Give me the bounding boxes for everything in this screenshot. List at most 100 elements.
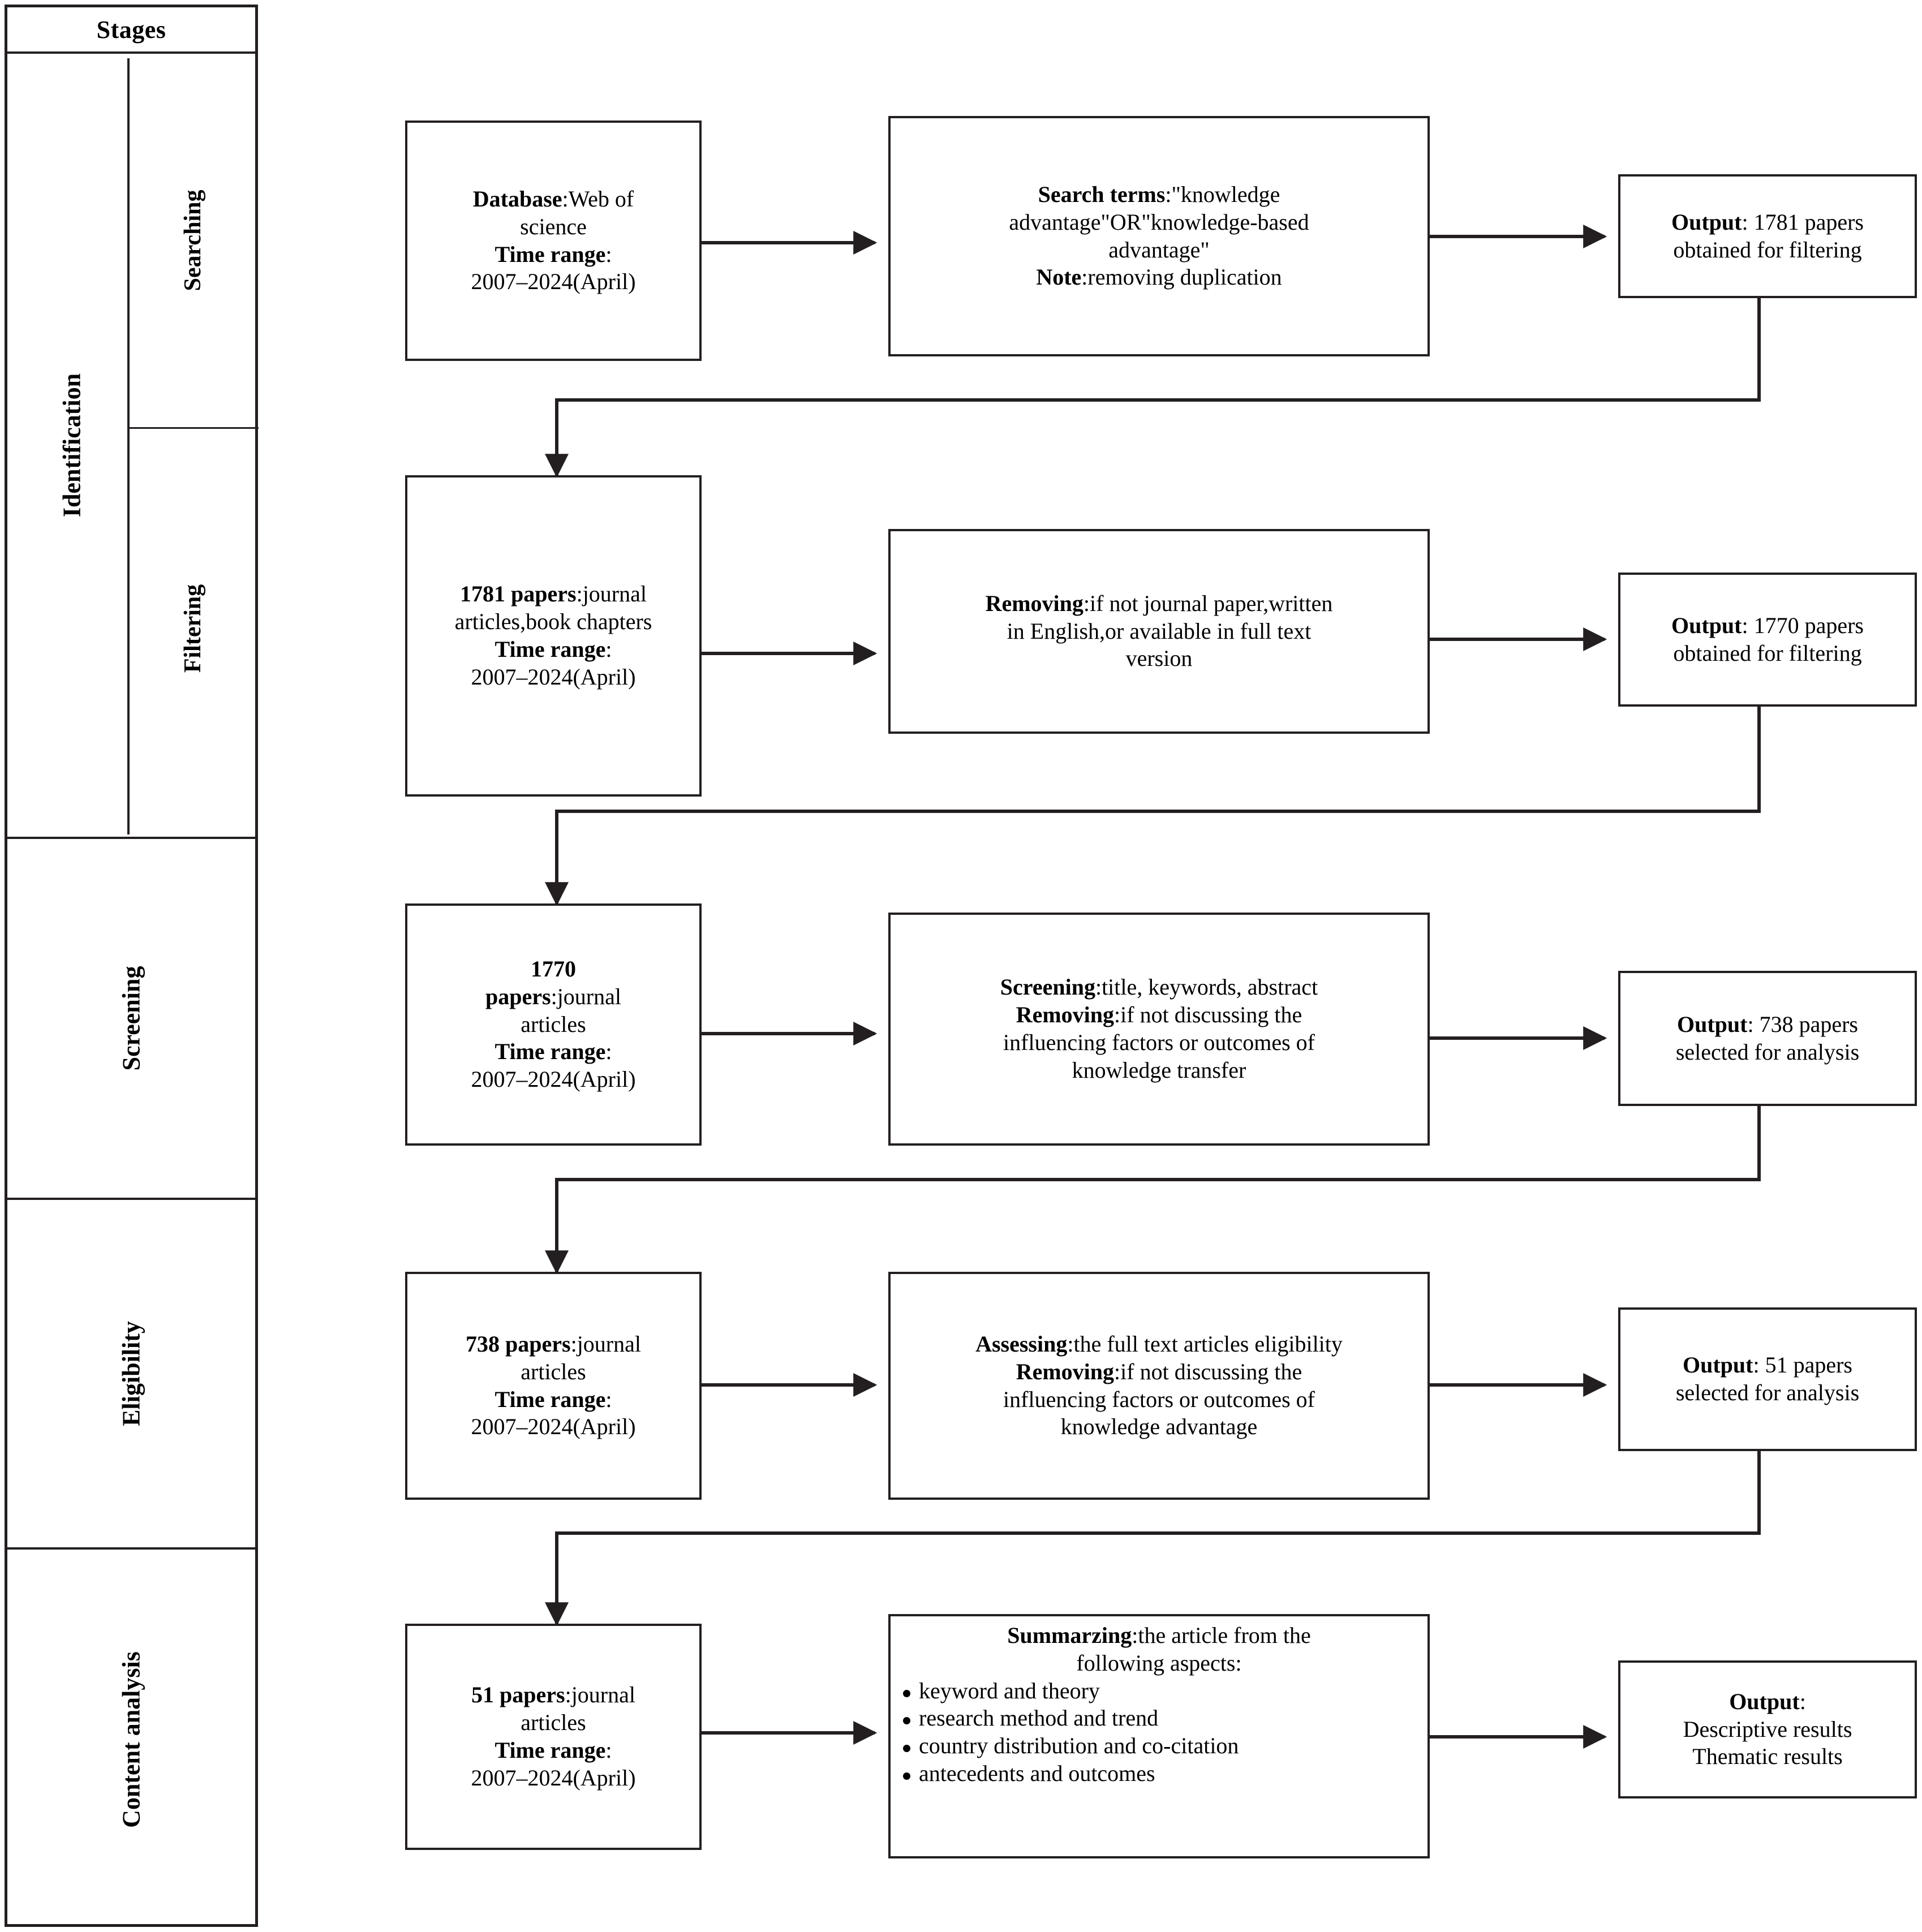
identification-substage-divider (127, 58, 130, 834)
text-line: Removing:if not discussing the (1016, 1358, 1302, 1384)
box-eligibility-process-text: Assessing:the full text articles eligibi… (900, 1331, 1418, 1441)
list-item: country distribution and co-citation (900, 1732, 1418, 1760)
text-line: Database:Web of (472, 186, 634, 212)
stage-row-eligibility: Eligibility (7, 1200, 255, 1550)
text-line: Time range: (495, 1386, 612, 1412)
stage-label-filtering: Filtering (180, 584, 206, 673)
text-line: Output: 1770 papers (1671, 612, 1864, 638)
text-line: papers:journal (485, 983, 621, 1009)
stage-label-identification: Identification (58, 373, 86, 518)
text-line: Note:removing duplication (1036, 264, 1282, 290)
text-line: obtained for filtering (1673, 640, 1862, 666)
stage-row-identification: Identification Searching Filtering (7, 54, 259, 839)
text-line: Output: (1729, 1688, 1806, 1714)
text-line: articles,book chapters (454, 609, 652, 635)
list-item: antecedents and outcomes (900, 1760, 1418, 1788)
text-line: articles (521, 1011, 586, 1037)
text-line: obtained for filtering (1673, 236, 1862, 263)
text-line: 51 papers:journal (471, 1682, 635, 1708)
text-line: Output: 738 papers (1676, 1011, 1858, 1037)
elbow-row2-to-row3 (545, 707, 1761, 906)
text-line: Output: 51 papers (1682, 1352, 1852, 1378)
text-line: knowledge advantage (1060, 1414, 1258, 1440)
text-line: Removing:if not discussing the (1016, 1002, 1302, 1028)
text-line: 2007–2024(April) (471, 1414, 636, 1440)
stage-row-content-analysis: Content analysis (7, 1550, 255, 1930)
text-line: Time range: (495, 241, 612, 267)
text-line: selected for analysis (1675, 1380, 1860, 1405)
text-line: Summarzing:the article from the (1007, 1623, 1311, 1648)
identification-substage-hline (127, 427, 259, 429)
box-eligibility-process: Assessing:the full text articles eligibi… (888, 1272, 1430, 1500)
text-line: Descriptive results (1683, 1716, 1852, 1742)
text-line: selected for analysis (1675, 1039, 1860, 1065)
text-line: 2007–2024(April) (471, 269, 636, 295)
stage-label-eligibility: Eligibility (117, 1321, 145, 1426)
text-line: 738 papers:journal (466, 1331, 641, 1357)
stage-label-searching: Searching (180, 190, 206, 291)
text-line: advantage"OR"knowledge-based (1009, 209, 1309, 235)
text-line: science (520, 213, 587, 239)
text-line: Search terms:"knowledge (1038, 181, 1280, 207)
stage-label-screening: Screening (117, 966, 145, 1071)
substage-filtering: Filtering (127, 427, 259, 830)
stages-table: Stages Identification Searching Filterin… (5, 5, 259, 1930)
text-line: 2007–2024(April) (471, 1765, 636, 1791)
text-line: Screening:title, keywords, abstract (1000, 974, 1318, 1000)
text-line: 2007–2024(April) (471, 664, 636, 690)
text-line: Assessing:the full text articles eligibi… (975, 1331, 1343, 1357)
text-line: influencing factors or outcomes of (1003, 1386, 1315, 1412)
text-line: knowledge transfer (1072, 1057, 1246, 1083)
stages-header: Stages (7, 7, 255, 54)
text-line: Time range: (495, 1737, 612, 1763)
text-line: Time range: (495, 1039, 612, 1065)
text-line: Removing:if not journal paper,written (985, 590, 1333, 616)
stage-label-content-analysis: Content analysis (117, 1651, 145, 1828)
stage-row-screening: Screening (7, 839, 255, 1200)
substage-searching: Searching (127, 54, 259, 427)
text-line: influencing factors or outcomes of (1003, 1030, 1315, 1055)
text-line: Time range: (495, 636, 612, 662)
text-line: 1770 (531, 956, 576, 982)
text-line: Thematic results (1692, 1744, 1843, 1770)
text-line: Output: 1781 papers (1671, 209, 1864, 235)
text-line: 2007–2024(April) (471, 1066, 636, 1092)
text-line: version (1125, 646, 1193, 672)
text-line: following aspects: (1076, 1650, 1242, 1676)
text-line: articles (521, 1710, 586, 1736)
text-line: articles (521, 1358, 586, 1384)
list-item: research method and trend (900, 1705, 1418, 1732)
text-line: in English,or available in full text (1007, 618, 1312, 644)
text-line: 1781 papers:journal (460, 581, 647, 607)
list-item: keyword and theory (900, 1677, 1418, 1705)
